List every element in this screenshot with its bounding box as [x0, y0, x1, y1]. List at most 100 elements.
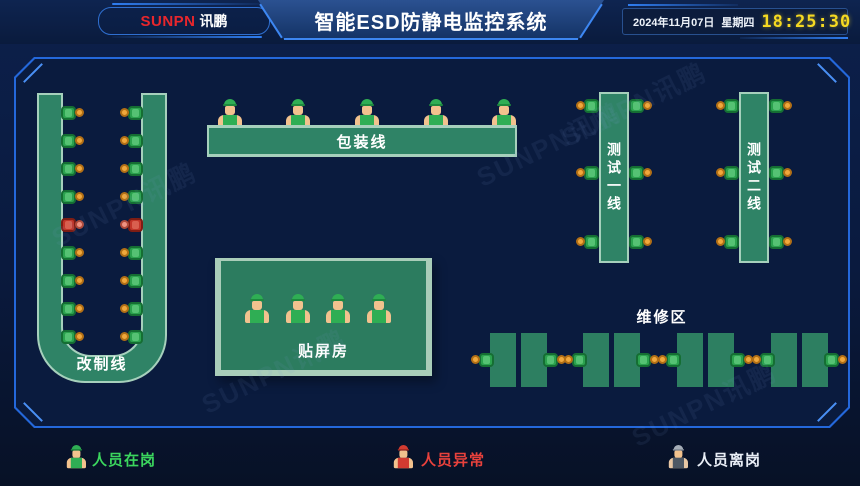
- test2-worker-right-3[interactable]: [769, 235, 792, 249]
- packaging-worker-5[interactable]: [491, 99, 517, 128]
- legend-icon-abnormal[interactable]: [393, 445, 414, 469]
- worker-head: [120, 192, 129, 201]
- packaging-worker-3[interactable]: [354, 99, 380, 128]
- worker-body-detail: [132, 193, 139, 201]
- packaging-worker-2[interactable]: [285, 99, 311, 128]
- worker-body-detail: [132, 221, 139, 229]
- worker-apron: [331, 310, 345, 323]
- worker-face: [293, 301, 303, 310]
- rework-worker-right-5[interactable]: [120, 218, 143, 232]
- rework-worker-right-2[interactable]: [120, 134, 143, 148]
- date-text: 2024年11月07日: [633, 16, 715, 29]
- worker-cap-brim: [397, 449, 409, 451]
- screen-room-worker-1[interactable]: [244, 294, 270, 323]
- test2-worker-right-2[interactable]: [769, 166, 792, 180]
- rework-worker-right-8[interactable]: [120, 302, 143, 316]
- worker-body-detail: [773, 169, 780, 177]
- worker-head: [576, 101, 585, 110]
- test1-worker-right-2[interactable]: [629, 166, 652, 180]
- rework-worker-left-2[interactable]: [61, 134, 84, 148]
- test2-worker-left-3[interactable]: [716, 235, 739, 249]
- test1-worker-left-2[interactable]: [576, 166, 599, 180]
- worker-head: [643, 168, 652, 177]
- worker-body-detail: [633, 238, 640, 246]
- test-line-2-area: 测试二线: [739, 92, 769, 263]
- worker-body-detail: [483, 356, 490, 364]
- worker-cap: [498, 99, 510, 105]
- repair-worker-1-left[interactable]: [471, 353, 494, 367]
- repair-area-label: 维修区: [636, 309, 688, 326]
- test1-worker-left-3[interactable]: [576, 235, 599, 249]
- worker-body-detail: [132, 137, 139, 145]
- worker-head: [783, 237, 792, 246]
- worker-head: [120, 304, 129, 313]
- rework-worker-left-6[interactable]: [61, 246, 84, 260]
- test1-worker-right-3[interactable]: [629, 235, 652, 249]
- rework-worker-left-4[interactable]: [61, 190, 84, 204]
- rework-worker-right-3[interactable]: [120, 162, 143, 176]
- rework-worker-left-5[interactable]: [61, 218, 84, 232]
- worker-body-detail: [588, 238, 595, 246]
- worker-body-detail: [773, 238, 780, 246]
- rework-worker-right-7[interactable]: [120, 274, 143, 288]
- worker-body-detail: [728, 169, 735, 177]
- packaging-worker-4[interactable]: [423, 99, 449, 128]
- worker-cap-brim: [360, 104, 374, 106]
- worker-body-detail: [132, 333, 139, 341]
- rework-worker-right-9[interactable]: [120, 330, 143, 344]
- worker-head: [120, 332, 129, 341]
- brand-logo: SUNPN 讯鹏: [98, 7, 270, 35]
- legend-icon-off[interactable]: [668, 445, 689, 469]
- worker-apron: [397, 457, 409, 469]
- worker-head: [120, 220, 129, 229]
- repair-worker-1-right[interactable]: [543, 353, 566, 367]
- repair-worker-2-left[interactable]: [564, 353, 587, 367]
- worker-cap: [71, 445, 82, 450]
- legend-icon-on[interactable]: [66, 445, 87, 469]
- worker-cap: [292, 99, 304, 105]
- rework-worker-right-1[interactable]: [120, 106, 143, 120]
- repair-worker-4-right[interactable]: [824, 353, 847, 367]
- repair-worker-3-left[interactable]: [658, 353, 681, 367]
- screen-room-worker-2[interactable]: [285, 294, 311, 323]
- rework-worker-left-9[interactable]: [61, 330, 84, 344]
- worker-cap: [251, 294, 263, 300]
- worker-head: [120, 276, 129, 285]
- rework-worker-left-3[interactable]: [61, 162, 84, 176]
- test2-worker-left-2[interactable]: [716, 166, 739, 180]
- repair-bench-4b: [802, 333, 828, 387]
- worker-face: [72, 450, 81, 458]
- worker-body-detail: [132, 305, 139, 313]
- test-line-1-area: 测试一线: [599, 92, 629, 263]
- worker-cap-brim: [291, 299, 305, 301]
- repair-worker-2-right[interactable]: [636, 353, 659, 367]
- worker-cap: [673, 445, 684, 450]
- rework-worker-left-7[interactable]: [61, 274, 84, 288]
- logo-deco-line-bottom: [112, 36, 262, 38]
- worker-body-detail: [65, 333, 72, 341]
- worker-body-detail: [576, 356, 583, 364]
- worker-head: [564, 355, 573, 364]
- test2-worker-right-1[interactable]: [769, 99, 792, 113]
- test1-worker-right-1[interactable]: [629, 99, 652, 113]
- worker-head: [576, 168, 585, 177]
- screen-room-worker-4[interactable]: [366, 294, 392, 323]
- test2-worker-left-1[interactable]: [716, 99, 739, 113]
- worker-head: [120, 108, 129, 117]
- test1-worker-left-1[interactable]: [576, 99, 599, 113]
- repair-worker-4-left[interactable]: [752, 353, 775, 367]
- repair-worker-3-right[interactable]: [730, 353, 753, 367]
- rework-worker-right-4[interactable]: [120, 190, 143, 204]
- worker-cap-brim: [429, 104, 443, 106]
- header-bar: SUNPN 讯鹏 智能ESD防静电监控系统 2024年11月07日 星期四 18…: [0, 0, 860, 44]
- packaging-worker-1[interactable]: [217, 99, 243, 128]
- worker-head: [75, 220, 84, 229]
- rework-worker-left-1[interactable]: [61, 106, 84, 120]
- repair-bench-4a: [771, 333, 797, 387]
- screen-room-worker-3[interactable]: [325, 294, 351, 323]
- worker-body-detail: [547, 356, 554, 364]
- packaging-line-label: 包装线: [336, 133, 388, 151]
- rework-worker-left-8[interactable]: [61, 302, 84, 316]
- worker-head: [471, 355, 480, 364]
- rework-worker-right-6[interactable]: [120, 246, 143, 260]
